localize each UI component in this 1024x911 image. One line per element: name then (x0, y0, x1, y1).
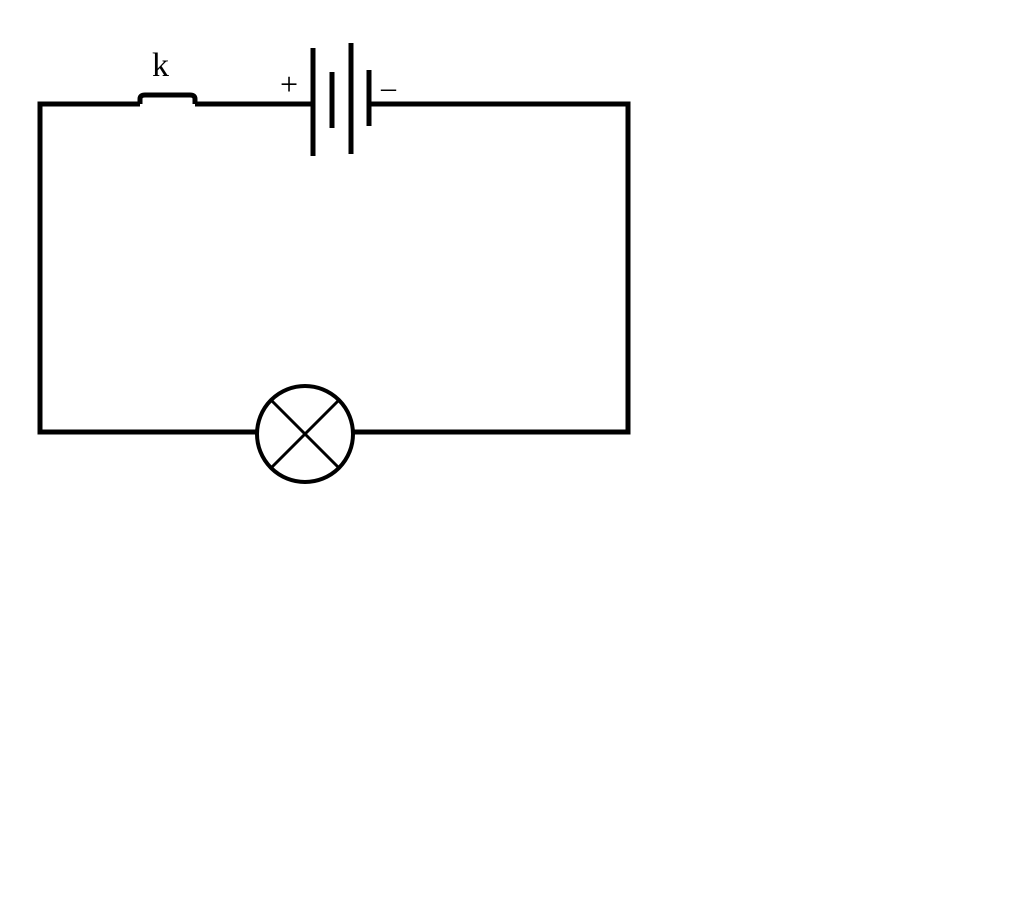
lamp-cross-2 (269, 398, 341, 470)
switch-contact (137, 92, 198, 104)
switch-label: k (152, 47, 169, 84)
battery: + – (280, 43, 397, 156)
lamp (255, 384, 355, 484)
switch: k (137, 47, 198, 104)
circuit-wiring (37, 101, 631, 435)
battery-positive-label: + (280, 66, 298, 102)
battery-negative-label: – (380, 71, 397, 104)
